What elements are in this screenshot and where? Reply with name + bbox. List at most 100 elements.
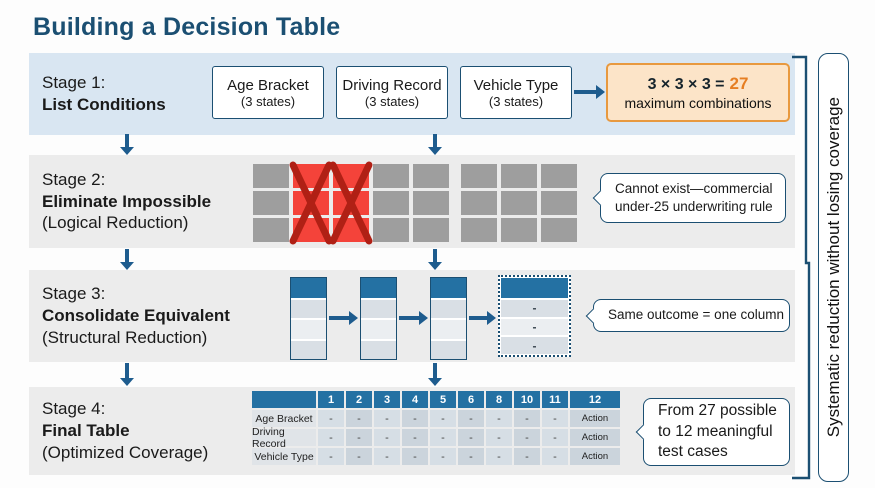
side-label-box: Systematic reduction without losing cove… — [818, 53, 849, 482]
grid-cell — [461, 164, 497, 188]
grid-cell — [461, 218, 497, 242]
value-cell: - — [486, 429, 512, 446]
stage1-label: Stage 1: List Conditions — [29, 72, 166, 116]
down-arrow-icon — [120, 363, 134, 386]
stage4-label-line1: Stage 4: — [42, 399, 106, 419]
table-header-cell: 3 — [374, 391, 400, 408]
right-arrow-icon — [399, 311, 428, 325]
down-arrow-icon — [428, 363, 442, 386]
value-cell: - — [374, 410, 400, 427]
grid-cell — [373, 164, 409, 188]
formula-caption: maximum combinations — [624, 95, 772, 111]
value-cell: - — [374, 448, 400, 465]
condition-name: Age Bracket — [227, 76, 309, 94]
stage3-callout: Same outcome = one column — [585, 299, 790, 332]
row-label-cell: Driving Record — [252, 426, 316, 450]
side-label-text: Systematic reduction without losing cove… — [823, 97, 843, 438]
table-header-cell: 6 — [458, 391, 484, 408]
value-cell: - — [402, 410, 428, 427]
grid-cell — [253, 164, 289, 188]
formula-expression: 3 × 3 × 3 = — [647, 76, 725, 93]
value-cell: - — [374, 429, 400, 446]
stage2-label-line2: Eliminate Impossible — [42, 191, 212, 211]
value-cell: - — [430, 448, 456, 465]
condition-states: (3 states) — [488, 93, 544, 109]
grid-cell — [501, 191, 537, 215]
condition-box-vehicle-type: Vehicle Type (3 states) — [460, 66, 572, 119]
value-cell: - — [542, 429, 568, 446]
down-arrow-icon — [428, 134, 442, 155]
condition-states: (3 states) — [240, 93, 296, 109]
stage3-label-line2: Consolidate Equivalent — [42, 306, 230, 326]
column-header — [361, 278, 396, 298]
right-arrow-icon — [469, 311, 496, 325]
formula-result: 27 — [729, 74, 749, 93]
value-cell: - — [458, 448, 484, 465]
stage2-label-line3: (Logical Reduction) — [42, 213, 189, 233]
grid-cell — [541, 218, 577, 242]
table-header-cell: 1 — [318, 391, 344, 408]
side-bracket — [792, 55, 811, 480]
x-mark-icon — [329, 161, 373, 245]
stage3-callout-line: Same outcome = one column — [608, 307, 784, 323]
grid-cell — [253, 218, 289, 242]
condition-box-driving-record: Driving Record (3 states) — [336, 66, 448, 119]
row-label-cell: Vehicle Type — [252, 448, 316, 465]
stage3-label-line3: (Structural Reduction) — [42, 327, 208, 347]
stage2-callout: Cannot exist—commercial under-25 underwr… — [592, 173, 786, 223]
value-cell: - — [486, 448, 512, 465]
combination-column — [253, 164, 289, 242]
value-cell: - — [430, 429, 456, 446]
combination-column — [541, 164, 577, 242]
value-cell: - — [542, 448, 568, 465]
grid-cell — [373, 218, 409, 242]
table-header-cell: 4 — [402, 391, 428, 408]
stage4-label: Stage 4: Final Table (Optimized Coverage… — [29, 398, 208, 463]
value-cell: - — [430, 410, 456, 427]
grid-cell — [541, 191, 577, 215]
table-corner-cell — [252, 391, 316, 408]
stage3-label: Stage 3: Consolidate Equivalent (Structu… — [29, 283, 230, 348]
value-cell: - — [514, 429, 540, 446]
value-cell: - — [486, 410, 512, 427]
stage4-label-line2: Final Table — [42, 421, 130, 441]
table-header-cell: 8 — [486, 391, 512, 408]
impossible-grid — [253, 161, 577, 245]
stage4-callout: From 27 possible to 12 meaningful test c… — [635, 398, 790, 466]
grid-cell — [413, 218, 449, 242]
merged-column: - - - — [498, 275, 571, 357]
down-arrow-icon — [428, 249, 442, 270]
grid-cell — [373, 191, 409, 215]
table-header-cell: 5 — [430, 391, 456, 408]
action-cell: Action — [570, 410, 620, 427]
down-arrow-icon — [120, 249, 134, 270]
grid-cell — [541, 164, 577, 188]
stage4-callout-line2: to 12 meaningful — [658, 422, 773, 440]
condition-name: Vehicle Type — [473, 76, 559, 94]
condition-box-age-bracket: Age Bracket (3 states) — [212, 66, 324, 119]
column-header — [501, 278, 568, 298]
action-cell: Action — [570, 448, 620, 465]
combinations-formula-box: 3 × 3 × 3 =27 maximum combinations — [606, 63, 790, 122]
value-cell: - — [346, 410, 372, 427]
grid-cell — [461, 191, 497, 215]
combination-column — [461, 164, 497, 242]
value-cell: - — [318, 429, 344, 446]
grid-cell — [413, 191, 449, 215]
right-arrow-icon — [574, 85, 605, 99]
stage1-label-line1: Stage 1: — [42, 73, 106, 93]
condition-states: (3 states) — [364, 93, 420, 109]
value-cell: - — [514, 448, 540, 465]
decision-column — [290, 277, 327, 360]
value-cell: - — [318, 410, 344, 427]
condition-name: Driving Record — [342, 76, 442, 94]
decision-column — [430, 277, 467, 360]
table-header-cell: 10 — [514, 391, 540, 408]
value-cell: - — [514, 410, 540, 427]
x-mark-icon — [289, 161, 333, 245]
grid-cell — [413, 164, 449, 188]
page-title: Building a Decision Table — [33, 13, 341, 41]
impossible-column — [329, 161, 373, 245]
decision-column — [360, 277, 397, 360]
